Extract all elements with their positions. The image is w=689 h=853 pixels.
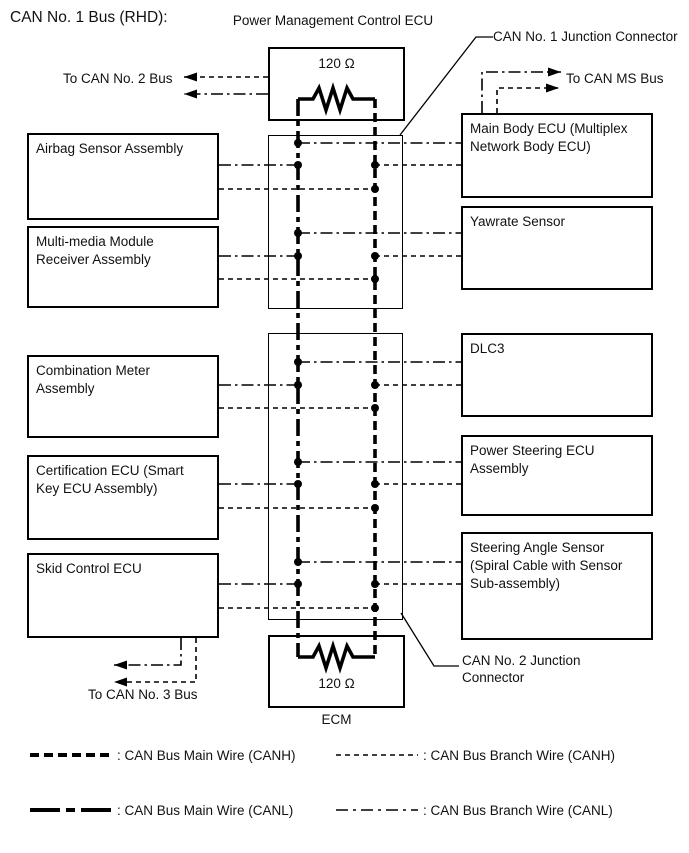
device-label: Airbag Sensor Assembly [36,141,184,156]
device-label: Steering Angle Sensor (Spiral Cable with… [470,540,623,591]
to-can-no2-bus-wires [184,72,268,99]
ecm-box: 120 Ω [268,635,405,708]
main-canh-line-sample [30,753,112,757]
legend-label: : CAN Bus Main Wire (CANH) [117,747,296,763]
can-no1-junction-connector-label: CAN No. 1 Junction Connector [493,29,678,44]
device-box-dlc3: DLC3 [461,333,653,417]
device-label: Yawrate Sensor [470,214,566,229]
can-no2-junction-connector-label: CAN No. 2 Junction Connector [462,653,581,685]
to-can-ms-bus-label: To CAN MS Bus [566,71,664,86]
power-management-ecu-label: Power Management Control ECU [232,13,434,28]
to-can-no3-bus-wires [114,638,197,687]
device-label: Main Body ECU (Multiplex Network Body EC… [470,121,628,154]
device-box-main-body-ecu: Main Body ECU (Multiplex Network Body EC… [461,113,653,198]
device-box-steering-angle-sensor: Steering Angle Sensor (Spiral Cable with… [461,532,653,640]
ecm-label: ECM [321,712,352,727]
device-box-combination-meter: Combination Meter Assembly [27,355,219,438]
can-no2-junction-callout-line [400,612,459,667]
legend-main-canh: : CAN Bus Main Wire (CANH) [28,747,296,763]
legend-label: : CAN Bus Main Wire (CANL) [117,802,294,818]
to-can-no2-bus-label: To CAN No. 2 Bus [63,71,173,86]
device-label: Combination Meter Assembly [36,363,151,396]
legend-main-canl: : CAN Bus Main Wire (CANL) [28,802,293,818]
diagram-title: CAN No. 1 Bus (RHD): [10,9,168,26]
terminating-resistor-top-value: 120 Ω [318,56,355,71]
legend-branch-canl: : CAN Bus Branch Wire (CANL) [334,802,613,818]
device-label: Multi-media Module Receiver Assembly [36,234,154,267]
device-label: Skid Control ECU [36,561,142,576]
legend-label: : CAN Bus Branch Wire (CANL) [423,802,613,818]
device-box-yawrate-sensor: Yawrate Sensor [461,206,653,290]
legend-label: : CAN Bus Branch Wire (CANH) [423,747,616,763]
device-box-multimedia-module: Multi-media Module Receiver Assembly [27,226,219,308]
device-label: Certification ECU (Smart Key ECU Assembl… [36,463,184,496]
can-no1-junction-connector-box [268,135,403,309]
branch-canl-line-sample [336,809,418,811]
device-box-certification-ecu: Certification ECU (Smart Key ECU Assembl… [27,455,219,540]
device-label: DLC3 [470,341,505,356]
device-box-skid-control-ecu: Skid Control ECU [27,553,219,638]
device-box-power-steering-ecu: Power Steering ECU Assembly [461,435,653,516]
can-no2-junction-connector-box [268,333,403,620]
device-box-airbag-sensor: Airbag Sensor Assembly [27,133,219,220]
device-label: Power Steering ECU Assembly [470,443,595,476]
legend-branch-canh: : CAN Bus Branch Wire (CANH) [334,747,615,763]
power-management-ecu-box: 120 Ω [268,47,405,121]
terminating-resistor-bottom-value: 120 Ω [318,676,355,691]
to-can-ms-bus-wires [481,67,561,113]
to-can-no3-bus-label: To CAN No. 3 Bus [88,687,198,702]
branch-canh-line-sample [336,754,418,756]
main-canl-line-sample [30,808,112,812]
